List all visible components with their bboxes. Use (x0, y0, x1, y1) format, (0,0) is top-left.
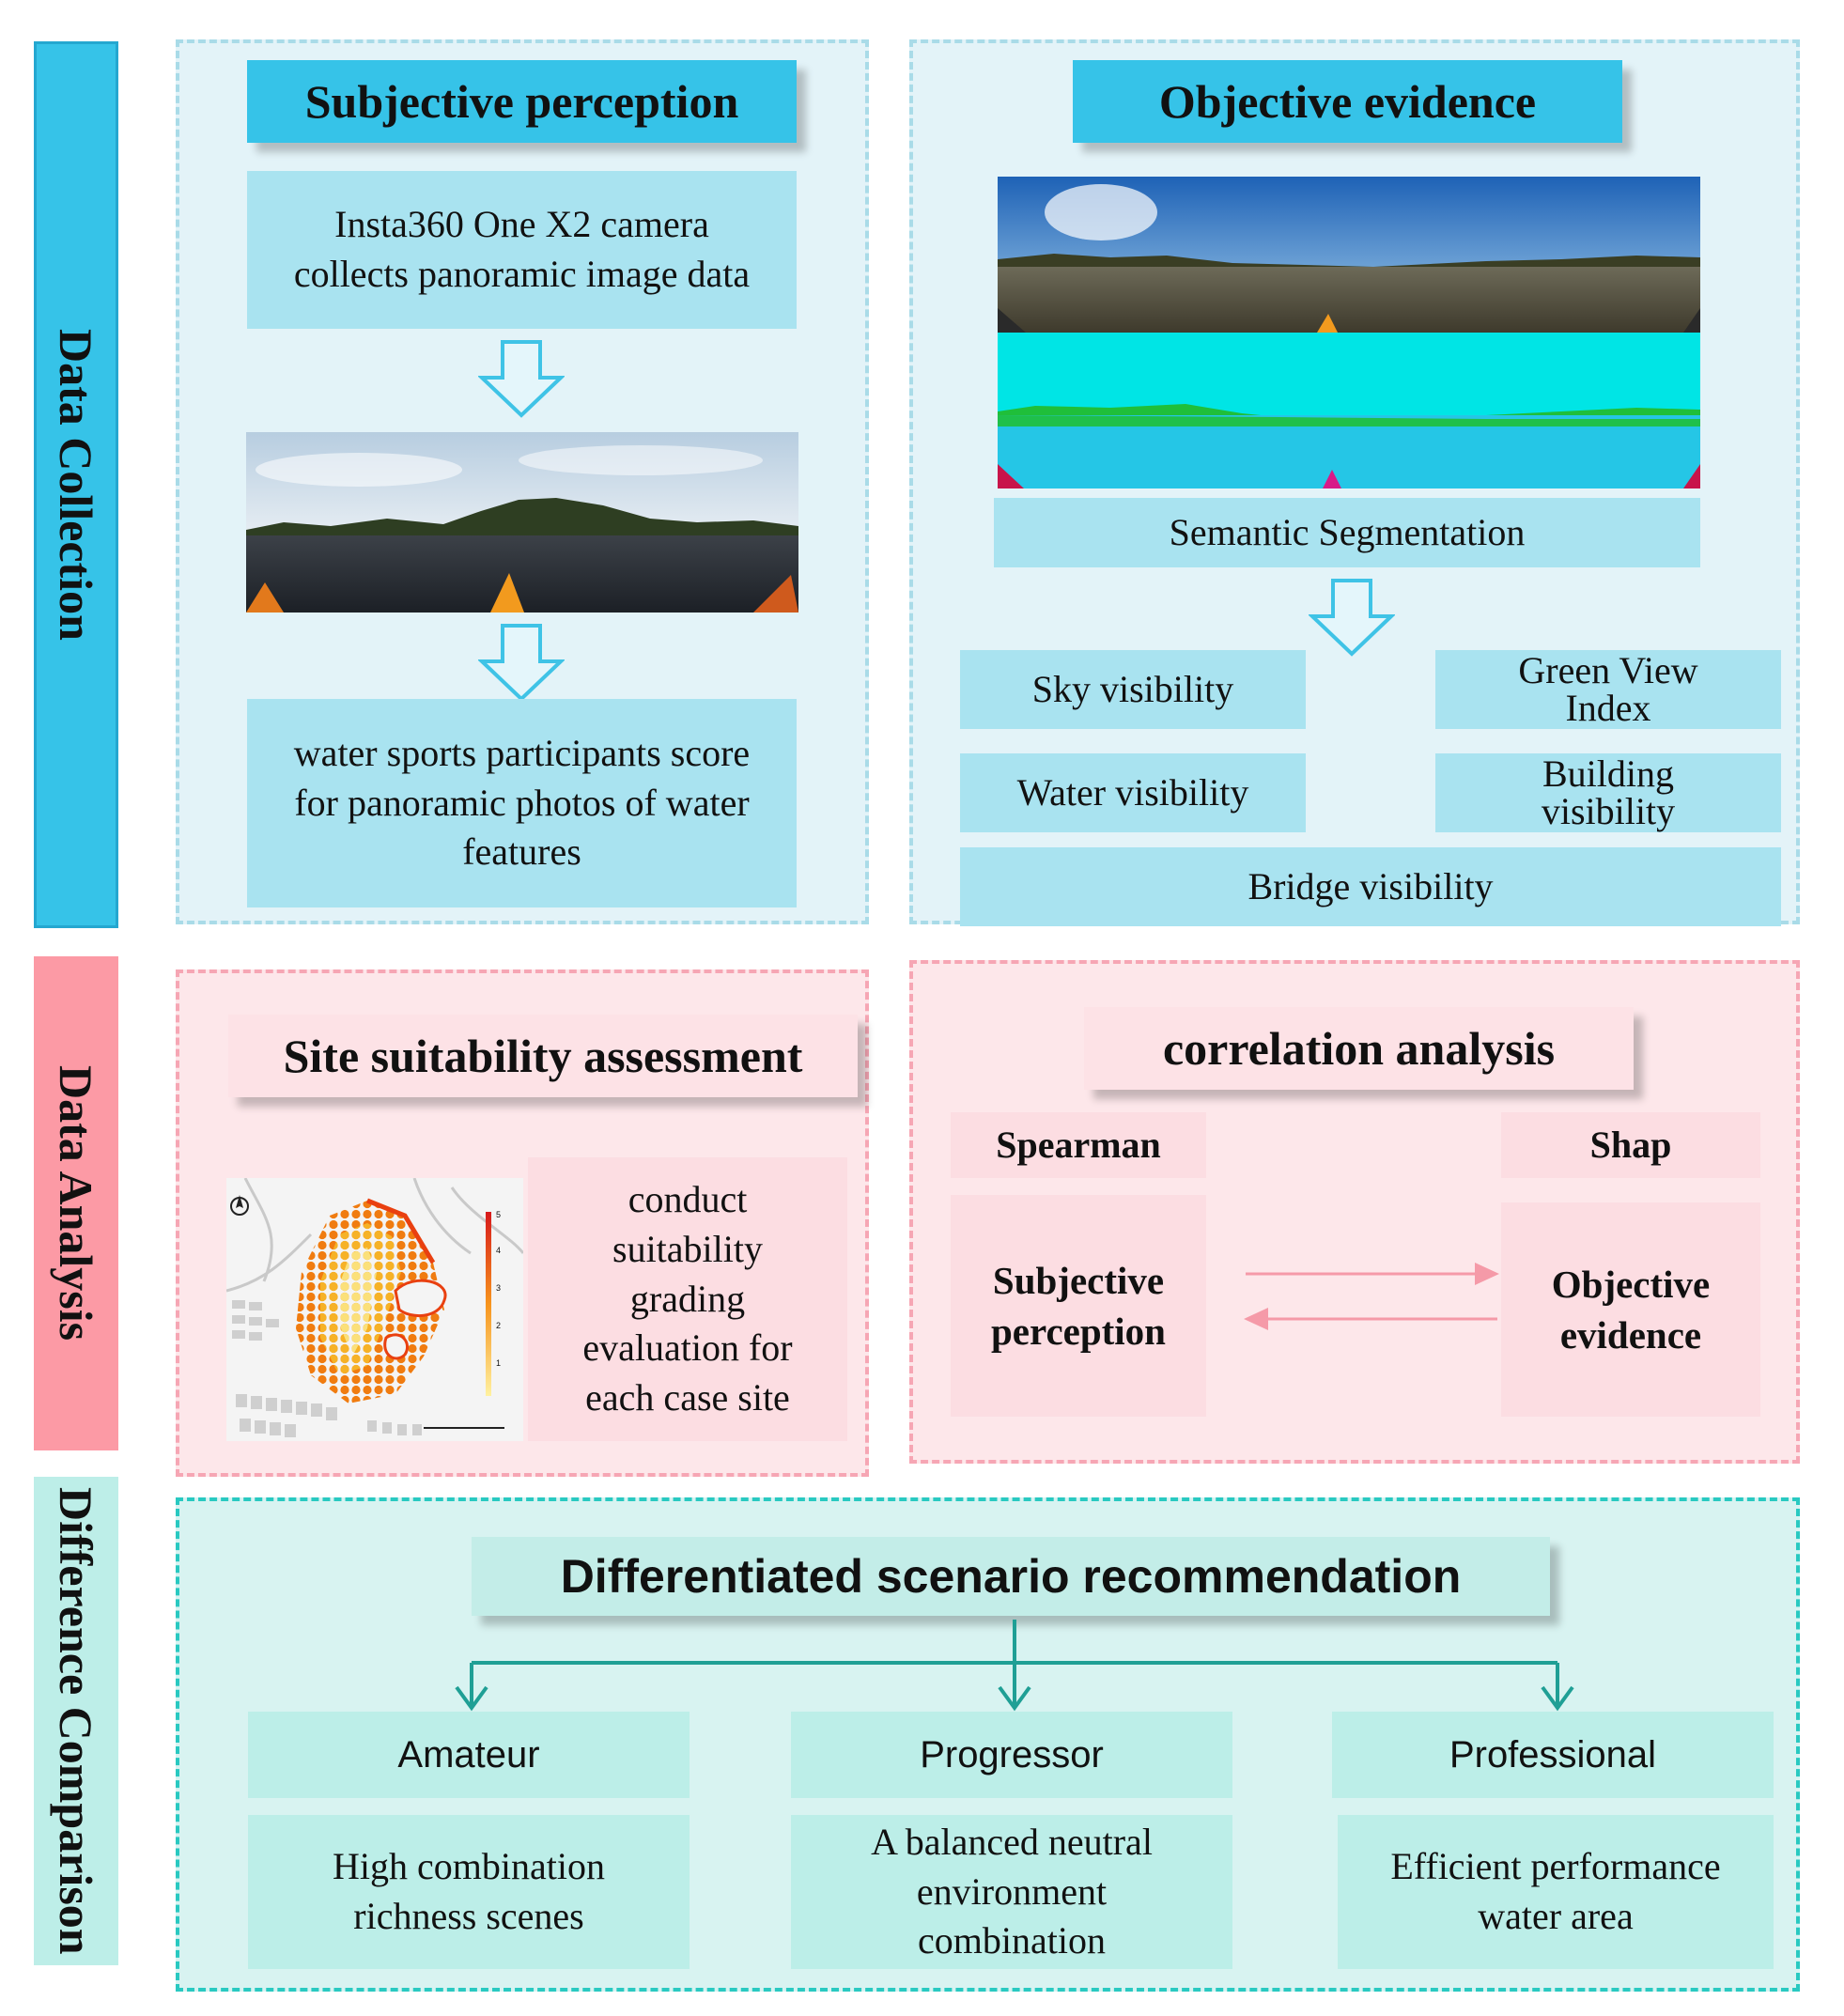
down-arrow-icon (1309, 579, 1395, 657)
section-label-data-collection: Data Collection (50, 329, 102, 641)
amateur-description: High combination richness scenes (248, 1815, 690, 1969)
subjective-perception-title: Subjective perception (247, 60, 797, 143)
section-bar-difference-comparison: Difference Comparison (34, 1477, 118, 1965)
section-label-data-analysis: Data Analysis (50, 1065, 102, 1341)
amateur-label: Amateur (248, 1712, 690, 1798)
shap-label: Shap (1501, 1112, 1760, 1178)
professional-label: Professional (1332, 1712, 1774, 1798)
scenario-recommendation-title: Differentiated scenario recommendation (472, 1537, 1550, 1616)
section-label-difference-comparison: Difference Comparison (50, 1487, 102, 1955)
down-arrow-icon (478, 624, 565, 702)
legend-tick-4: 4 (496, 1246, 502, 1255)
site-suitability-title: Site suitability assessment (228, 1015, 858, 1097)
professional-description: Efficient performance water area (1338, 1815, 1774, 1969)
legend-tick-3: 3 (496, 1283, 502, 1293)
legend-tick-5: 5 (496, 1210, 502, 1219)
spearman-label: Spearman (951, 1112, 1206, 1178)
progressor-description: A balanced neutral environment combinati… (791, 1815, 1232, 1969)
branch-connector (455, 1620, 1574, 1712)
green-view-index-box: Green View Index (1435, 650, 1781, 729)
progressor-label: Progressor (791, 1712, 1232, 1798)
section-bar-data-collection: Data Collection (34, 41, 118, 928)
semantic-segmentation-image (998, 333, 1700, 488)
left-arrow-icon (1244, 1308, 1497, 1330)
water-visibility-box: Water visibility (960, 753, 1306, 832)
building-visibility-box: Building visibility (1435, 753, 1781, 832)
suitability-description-box: conduct suitability grading evaluation f… (528, 1157, 847, 1441)
objective-evidence-box: Objective evidence (1501, 1202, 1760, 1417)
camera-description-box: Insta360 One X2 camera collects panorami… (247, 171, 797, 329)
sky-visibility-box: Sky visibility (960, 650, 1306, 729)
legend-tick-2: 2 (496, 1321, 502, 1330)
suitability-map: 5 4 3 2 1 (226, 1178, 523, 1441)
subjective-perception-box: Subjective perception (951, 1195, 1206, 1417)
right-arrow-icon (1246, 1263, 1499, 1285)
objective-evidence-title: Objective evidence (1073, 60, 1622, 143)
section-bar-data-analysis: Data Analysis (34, 956, 118, 1450)
bridge-visibility-box: Bridge visibility (960, 847, 1781, 926)
lake-panorama-photo (998, 177, 1700, 333)
lake-panorama-photo (246, 432, 798, 613)
legend-tick-1: 1 (496, 1358, 502, 1368)
down-arrow-icon (478, 340, 565, 418)
participant-score-box: water sports participants score for pano… (247, 699, 797, 907)
correlation-analysis-title: correlation analysis (1084, 1007, 1634, 1090)
semantic-segmentation-label: Semantic Segmentation (994, 498, 1700, 567)
